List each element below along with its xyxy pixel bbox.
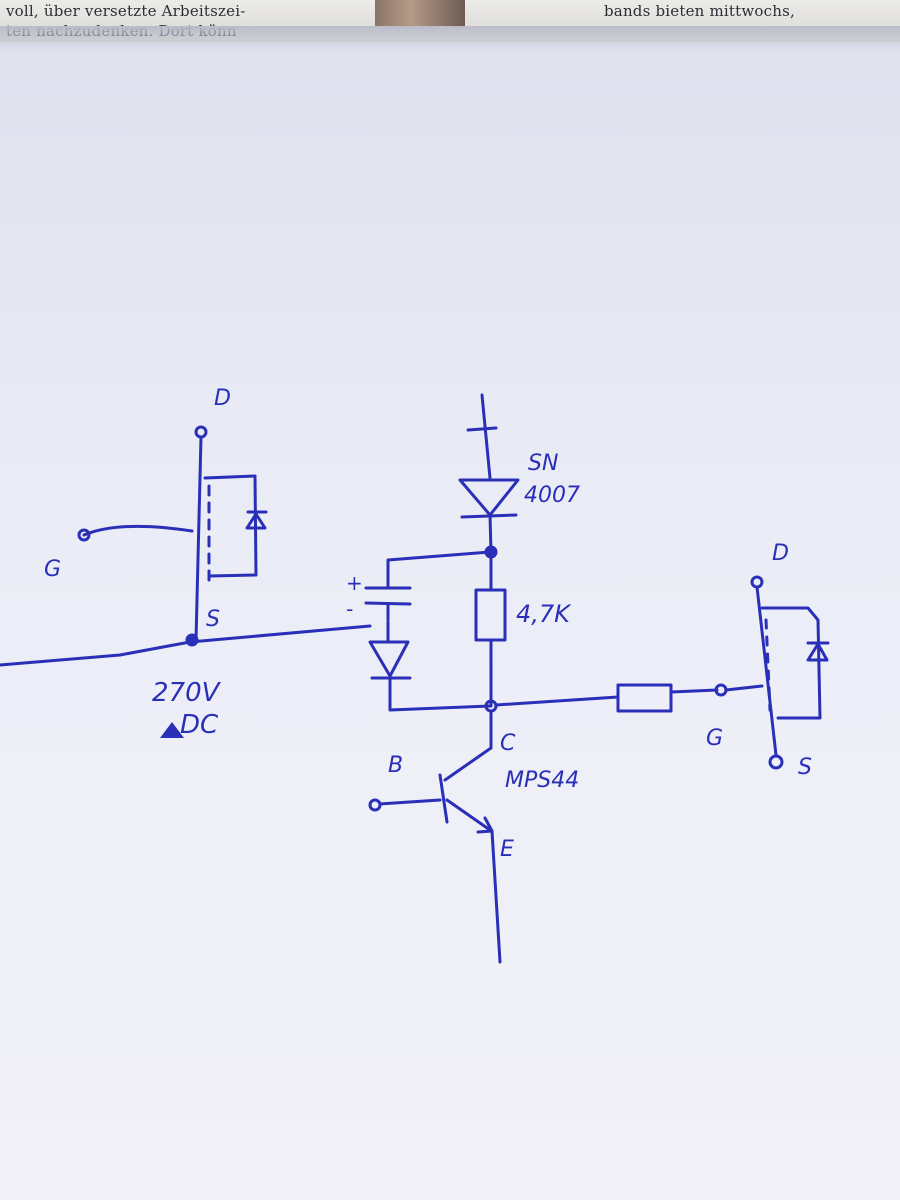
- junction-supply: [185, 633, 199, 647]
- newspaper-line-1: voll, über versetzte Arbeitszei-: [6, 2, 246, 20]
- newspaper-line-right: bands bieten mittwochs,: [604, 2, 795, 20]
- gate-resistor: [494, 683, 764, 713]
- diode-lower: [368, 620, 492, 712]
- label-resistor-value: 4,7K: [516, 600, 572, 628]
- resistor-4k7: [474, 554, 507, 708]
- label-mosfet1-source: S: [206, 607, 220, 632]
- label-mosfet2-gate: G: [706, 726, 723, 751]
- label-diode-part-1: SN: [528, 451, 558, 476]
- mosfet-left: [77, 425, 268, 642]
- supply-arrow-mark: [160, 722, 184, 738]
- mosfet-right: [750, 575, 830, 770]
- label-transistor-collector: C: [500, 731, 516, 756]
- label-supply-type: DC: [180, 710, 219, 740]
- label-transistor-model: MPS44: [505, 768, 579, 793]
- newspaper-photo: [375, 0, 465, 26]
- label-mosfet1-gate: G: [44, 557, 61, 582]
- paper-sheet: [0, 30, 900, 1200]
- label-mosfet2-drain: D: [772, 541, 789, 566]
- capacitor: [364, 550, 492, 622]
- label-mosfet1-drain: D: [214, 386, 231, 411]
- label-transistor-base: B: [388, 753, 403, 778]
- paper-edge-shadow: [0, 26, 900, 50]
- transistor-mps44: [368, 710, 502, 964]
- label-capacitor-minus: -: [346, 597, 353, 621]
- label-supply-voltage: 270V: [152, 678, 222, 708]
- label-diode-part-2: 4007: [524, 483, 580, 508]
- supply-wire: [0, 624, 372, 667]
- label-transistor-emitter: E: [500, 837, 514, 862]
- label-mosfet2-source: S: [798, 755, 812, 780]
- label-capacitor-plus: +: [346, 571, 363, 595]
